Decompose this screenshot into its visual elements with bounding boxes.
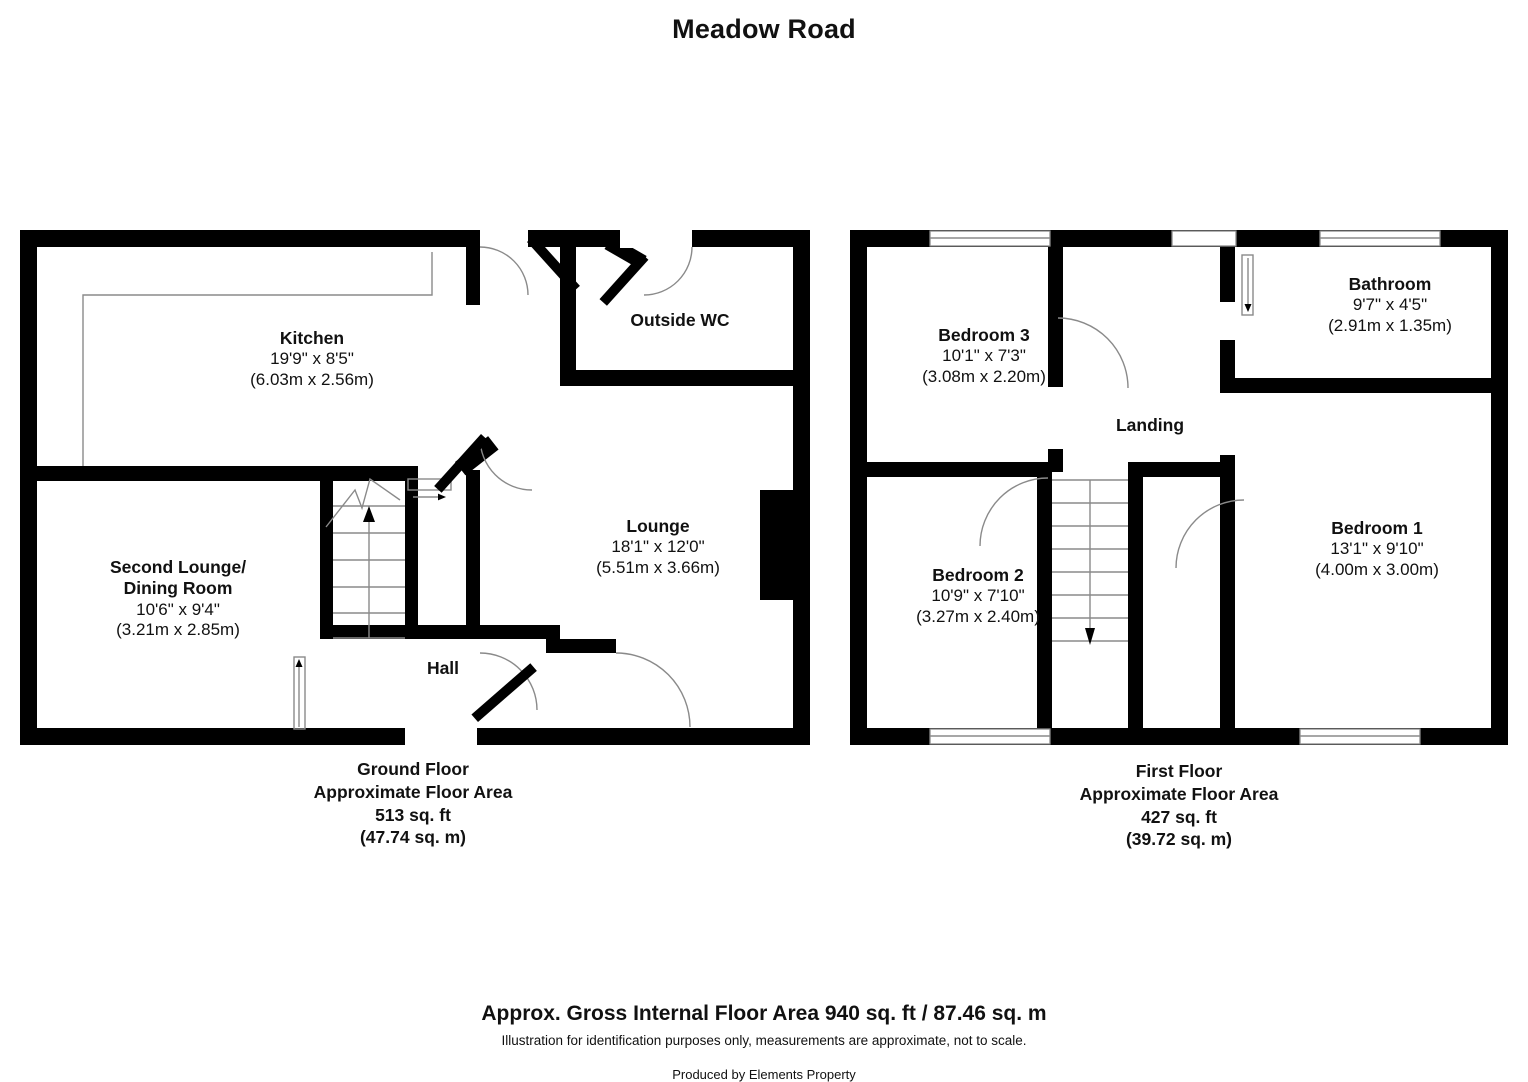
wall-bathroom-left-lower — [1220, 340, 1235, 393]
bathroom-fitting-arrow-head — [1244, 304, 1252, 312]
wall-exterior-bottom-left — [20, 728, 405, 745]
page-title: Meadow Road — [672, 14, 856, 44]
stair-break-line — [325, 477, 401, 528]
wall-exterior-right-lower — [793, 600, 810, 745]
ground-floor-door-leaves — [434, 235, 649, 722]
room-label-hall: Hall — [426, 658, 460, 678]
first-floor-plan: Bedroom 3 10'1" x 7'3" (3.08m x 2.20m) B… — [830, 0, 1528, 870]
room-label-outside-wc: Outside WC — [630, 310, 730, 330]
kitchen-worktop-line — [82, 252, 433, 466]
footer: Approx. Gross Internal Floor Area 940 sq… — [0, 1002, 1528, 1082]
first-floor-area-label: First Floor Approximate Floor Area 427 s… — [1079, 761, 1279, 850]
wall-stairwell-left — [320, 466, 333, 638]
ground-floor-drawing — [20, 230, 810, 745]
wall-wc-bottom — [560, 370, 794, 386]
ground-floor-area-label: Ground Floor Approximate Floor Area 513 … — [313, 759, 513, 848]
gross-internal-area-text: Approx. Gross Internal Floor Area 940 sq… — [481, 1002, 1047, 1025]
door-swing-bedroom1-arc — [1175, 499, 1245, 569]
ground-floor-arrows — [295, 493, 446, 667]
room-label-bathroom: Bathroom 9'7" x 4'5" (2.91m x 1.35m) — [1328, 274, 1452, 336]
wall-wc-left — [560, 230, 576, 385]
disclaimer-text: Illustration for identification purposes… — [501, 1033, 1027, 1048]
door-leaf-wc — [599, 252, 649, 306]
wall-bedroom3-bottom — [850, 462, 1052, 477]
wall-exterior-right-upper — [793, 230, 810, 490]
first-floor-arrows — [1085, 304, 1252, 645]
wall-hall-top — [320, 625, 560, 639]
room-label-bedroom3: Bedroom 3 10'1" x 7'3" (3.08m x 2.20m) — [922, 325, 1046, 387]
door-swing-lounge-arc — [615, 652, 691, 728]
room-label-kitchen: Kitchen 19'9" x 8'5" (6.03m x 2.56m) — [250, 328, 374, 390]
bathroom-fitting-frame — [1241, 254, 1254, 316]
window-arrow-head — [295, 659, 303, 667]
door-leaf-hall-inner — [434, 434, 489, 493]
stair-down-arrow-head — [1085, 628, 1095, 645]
wall-exterior-left — [850, 230, 867, 745]
door-leaf-hall-front — [471, 663, 537, 722]
door-leaf-kitchen — [527, 235, 580, 293]
wall-bedroom3-right-upper — [1048, 247, 1063, 387]
first-floor-door-swings — [979, 317, 1245, 569]
door-swing-hall-front-arc — [479, 652, 538, 711]
ground-floor-openings — [480, 230, 692, 248]
door-swing-kitchen-arc — [479, 246, 529, 296]
first-floor-drawing — [850, 230, 1508, 745]
wall-bathroom-bottom — [1220, 378, 1508, 393]
wall-bedroom1-left — [1220, 462, 1235, 745]
door-swing-wc-arc — [643, 246, 693, 296]
ground-floor-walls — [20, 230, 810, 745]
room-label-bedroom2: Bedroom 2 10'9" x 7'10" (3.27m x 2.40m) — [916, 565, 1040, 627]
wall-stairs-right — [1128, 462, 1143, 745]
hall-fixture-box — [407, 478, 452, 491]
door-swing-bedroom2-arc — [979, 477, 1049, 547]
opening-wc-top — [620, 230, 692, 248]
wall-bedroom2-right — [1037, 462, 1052, 745]
ground-floor-thin-details — [82, 252, 452, 730]
wall-exterior-right — [1491, 230, 1508, 745]
wall-exterior-left — [20, 230, 37, 745]
hall-fixture-arrow-head — [438, 493, 446, 501]
wall-bathroom-left-upper — [1220, 247, 1235, 302]
first-floor-thin-details — [930, 237, 1440, 737]
door-swing-bedroom3-arc — [1057, 317, 1129, 389]
wall-hall-right — [466, 470, 480, 638]
window-bottom-left-frame — [293, 656, 306, 730]
ground-floor-plan: Kitchen 19'9" x 8'5" (6.03m x 2.56m) Out… — [0, 0, 830, 870]
wall-hall-upper-left-stub — [466, 247, 480, 305]
wall-hall-step-bottom — [546, 639, 616, 653]
wall-exterior-bottom-right — [477, 728, 810, 745]
opening-kitchen-hall-top — [480, 230, 528, 248]
room-label-lounge: Lounge 18'1" x 12'0" (5.51m x 3.66m) — [596, 516, 720, 578]
window-top-landing — [1171, 230, 1237, 247]
wall-landing-bottom-right — [1143, 462, 1235, 477]
room-label-landing: Landing — [1115, 415, 1185, 435]
producer-text: Produced by Elements Property — [672, 1067, 856, 1082]
stair-up-arrow-head — [363, 506, 375, 522]
wall-chimney-breast — [760, 490, 810, 600]
wall-internal-kitchen-bottom — [20, 466, 418, 481]
room-label-bedroom1: Bedroom 1 13'1" x 9'10" (4.00m x 3.00m) — [1315, 518, 1439, 580]
wall-stairwell-right — [405, 466, 418, 638]
room-label-second-lounge: Second Lounge/ Dining Room 10'6" x 9'4" … — [109, 557, 247, 640]
